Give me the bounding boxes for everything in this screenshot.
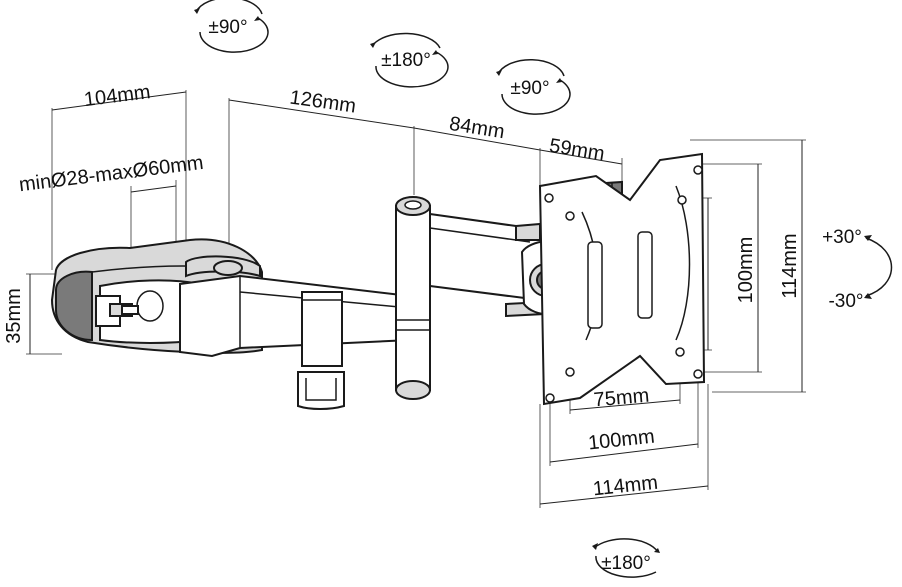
rotation-label: ±90° <box>208 17 247 38</box>
dimension-label: 100mm <box>735 237 757 304</box>
rotation-label: ±180° <box>601 553 651 574</box>
tilt-down-label: -30° <box>828 291 863 312</box>
arrow-icon <box>592 543 598 550</box>
vesa-hole <box>544 193 554 203</box>
arm-joint <box>395 196 431 400</box>
dimension-plate-114-h: 114mm <box>690 139 806 393</box>
vesa-hole <box>675 347 685 357</box>
dimension-arm2: 84mm <box>413 113 541 210</box>
dimension-label: 84mm <box>448 113 506 143</box>
vesa-hole <box>565 211 575 221</box>
dimension-label: minØ28-maxØ60mm <box>18 152 205 196</box>
vesa-hole <box>693 165 703 175</box>
dimension-clamp-height: 35mm <box>3 273 62 355</box>
dimension-arm1: 126mm <box>228 87 415 262</box>
dimension-label: 104mm <box>83 81 152 111</box>
rotation-arm-swivel: ±180° <box>370 32 449 88</box>
rotation-label: ±90° <box>510 78 549 99</box>
rotation-label: ±180° <box>381 50 431 71</box>
dimension-label: 35mm <box>3 288 25 344</box>
arm-segment-1 <box>179 274 411 410</box>
arrow-icon <box>864 235 872 241</box>
arrow-icon <box>654 548 660 553</box>
tilt-up-label: +30° <box>822 227 862 248</box>
arrow-icon <box>864 293 872 299</box>
dimension-vesa-100-h: 100mm <box>700 163 762 373</box>
vesa-plate <box>538 152 706 406</box>
dimension-label: 126mm <box>288 87 357 118</box>
vesa-hole <box>693 369 703 379</box>
rotation-clamp-swivel: ±90° <box>194 0 269 53</box>
arrow-icon <box>432 50 438 55</box>
dimension-label: 114mm <box>592 472 659 501</box>
dimension-label: 75mm <box>593 385 650 412</box>
arrow-icon <box>556 78 562 83</box>
arrow-icon <box>370 42 376 48</box>
arrow-icon <box>194 8 200 14</box>
dimension-label: 114mm <box>779 233 801 298</box>
vesa-hole <box>677 195 687 205</box>
arrow-icon <box>496 70 502 76</box>
arrow-icon <box>254 16 260 21</box>
vesa-hole <box>545 393 555 403</box>
rotation-tilt: +30° -30° <box>822 227 893 312</box>
vesa-hole <box>565 367 575 377</box>
rotation-head-swivel: ±90° <box>496 58 571 115</box>
rotation-screen: ±180° <box>592 538 660 578</box>
dimension-vesa-100-w: 100mm <box>549 376 699 466</box>
dimension-label: 59mm <box>548 135 606 165</box>
